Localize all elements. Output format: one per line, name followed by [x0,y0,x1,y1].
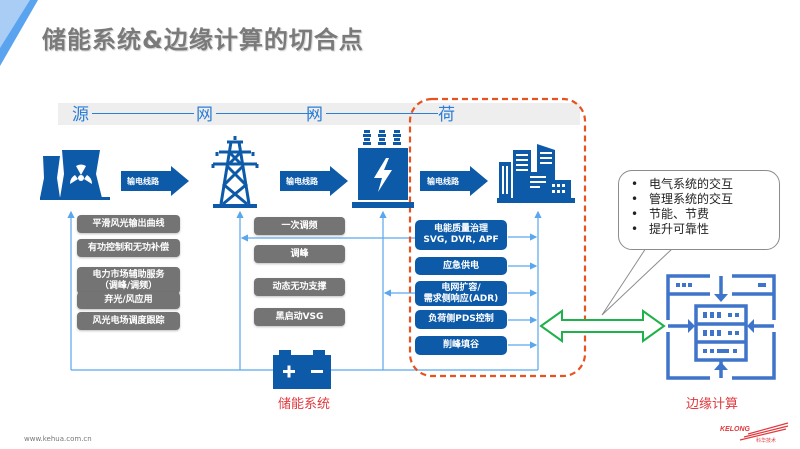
source-function-2: 有功控制和无功补偿 [77,239,180,257]
source-function-4: 弃光/风应用 [77,292,180,309]
bubble-tail-join [647,247,672,249]
logo-subtext: 科华技术 [756,437,776,444]
power-plant-icon [40,150,110,200]
source-function-5: 风光电场调度跟踪 [77,312,180,330]
transmission-tower-icon [211,136,259,208]
transformer-icon [352,130,414,208]
edge-benefits-bubble: 电气系统的交互 管理系统的交互 节能、节费 提升可靠性 [618,170,780,250]
chain-line [92,113,194,114]
kelong-logo: KELONG 科华技术 [720,422,789,444]
load-function-5: 削峰填谷 [415,336,507,355]
load-function-4: 负荷侧PDS控制 [415,310,507,329]
transmission-arrow-2 [280,166,348,196]
corner-decoration [0,0,38,66]
transmission-arrow-3 [420,166,488,196]
grid-function-3: 动态无功支撑 [254,278,345,296]
chain-bar [58,103,580,125]
bubble-item: 管理系统的交互 [631,192,779,207]
page-title: 储能系统&边缘计算的切合点 [42,26,364,54]
buildings-icon [497,144,575,203]
grid-function-4: 黑启动VSG [254,308,345,326]
transmission-arrow-1 [121,166,189,196]
chain-word-grid-1: 网 [196,105,213,125]
load-function-3: 电网扩容/ 需求侧响应(ADR) [415,281,507,306]
source-function-3: 电力市场辅助服务 （调峰/调频） [77,267,180,294]
edge-computing-icon [666,274,776,380]
source-function-1: 平滑风光输出曲线 [77,215,180,233]
load-function-1: 电能质量治理 SVG, DVR, APF [415,220,507,250]
bubble-item: 提升可靠性 [631,222,779,237]
bubble-item: 节能、节费 [631,207,779,222]
chain-line [326,113,438,114]
transmission-label-1: 输电线路 [127,177,159,186]
chain-word-source: 源 [72,105,89,125]
edge-computing-label: 边缘计算 [686,397,739,412]
footer-url: www.kehua.com.cn [24,435,92,443]
grid-function-2: 调峰 [254,245,345,263]
green-double-arrow-icon [539,309,666,343]
bubble-tail [601,247,674,316]
grid-function-1: 一次调频 [254,217,345,235]
chain-word-load: 荷 [438,105,455,125]
chain-line [216,113,314,114]
storage-label: 储能系统 [278,397,331,412]
transmission-label-3: 输电线路 [427,177,459,186]
load-function-2: 应急供电 [415,257,507,275]
load-dashed-region [408,97,587,378]
chain-word-grid-2: 网 [306,105,323,125]
battery-icon [273,350,331,389]
transmission-label-2: 输电线路 [286,177,318,186]
bubble-item: 电气系统的交互 [631,177,779,192]
logo-text: KELONG [720,426,751,433]
